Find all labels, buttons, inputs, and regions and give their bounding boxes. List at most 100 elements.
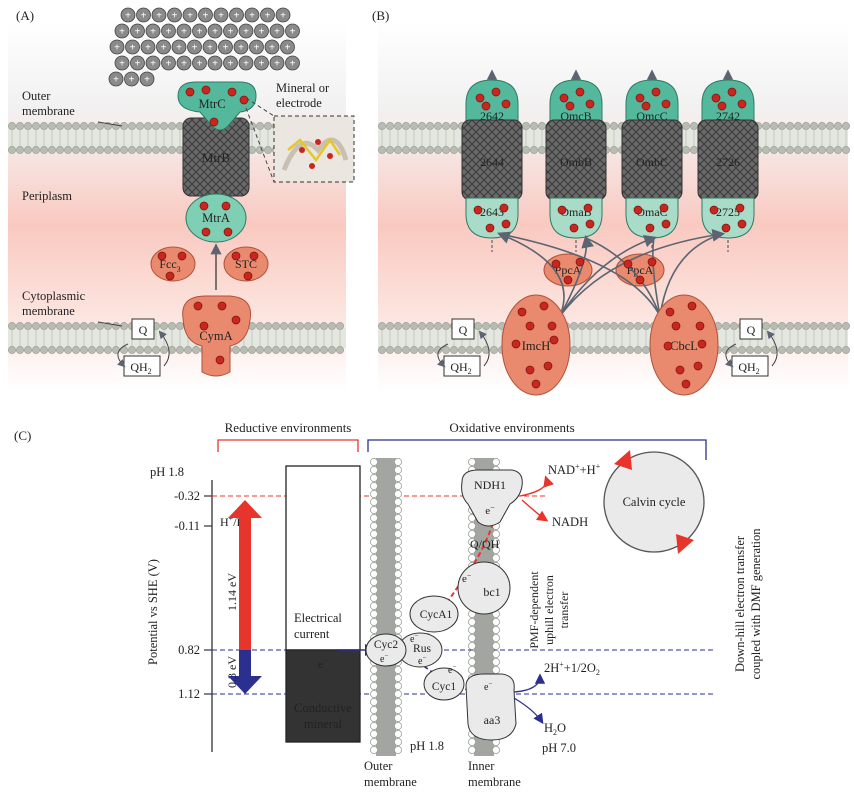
heme [687,301,697,311]
mineral-particle: + [254,23,269,39]
svg-text:+: + [265,11,271,22]
heme [217,301,227,311]
panel-b: (B) 264226442643OmcBOmbBOmaBOmcCOmbCOmaC… [372,8,850,396]
rus-electron-blue: e− [418,654,426,667]
heme [651,87,661,97]
heme [663,341,673,351]
outer-complex-barrel-label: 2644 [480,155,504,169]
potential-tick: 1.12 [178,687,212,701]
svg-text:+: + [150,27,156,38]
heme [481,101,491,111]
heme [549,335,559,345]
heme [693,361,703,371]
outer-complex-bottom-label: 2725 [716,205,740,219]
nad-label: NAD++H+ [548,462,601,477]
heme [177,251,187,261]
potential-tick-label: -0.32 [174,489,200,503]
mineral-particle: + [130,23,145,39]
ph-top-label: pH 1.8 [150,465,184,479]
svg-text:+: + [113,75,119,86]
mtra-label: MtrA [202,211,230,225]
heme [227,87,237,97]
ph-outer-label: pH 1.8 [410,739,444,753]
heme [215,355,225,365]
q-cycle-arrow-b-left [436,343,449,368]
cyc2-label: Cyc2 [374,639,399,651]
mineral-particle: + [109,39,125,55]
svg-text:+: + [150,59,156,70]
o2-label: 2H++1/2O2 [544,660,600,677]
svg-text:+: + [228,27,234,38]
svg-text:+: + [238,43,244,54]
mineral-electron: e− [318,656,328,671]
mineral-particle: + [156,39,171,55]
outer-membrane-bilayer-c [370,458,402,756]
mineral-particle: + [136,7,151,23]
heme [583,203,593,213]
svg-text:+: + [280,11,286,22]
mtrc-label: MtrC [198,97,225,111]
heme [231,315,241,325]
mineral-particle: + [269,23,285,39]
cyc1-label: Cyc1 [432,681,457,693]
mineral-particle: + [192,23,207,39]
nad-arrow [519,475,554,497]
heme [575,87,585,97]
mineral-particle: + [140,39,156,55]
mtrb-label: MtrB [202,150,231,165]
mineral-structure [281,137,349,171]
oxidative-bracket [367,439,707,452]
mineral-particle: + [218,39,233,55]
heme [585,219,595,229]
cyma-protein [182,295,252,377]
inset-connector-2 [245,107,275,183]
mineral-particle: + [285,23,300,39]
outer-complex-top-label: 2742 [716,109,740,123]
ndh1-electron: e− [485,503,495,517]
potential-tick: 0.82 [178,643,212,657]
heme [231,251,241,261]
mineral-particle: + [244,7,260,23]
q-box-a [131,318,155,340]
heme [711,93,721,103]
mineral-particle: + [145,55,161,71]
conductive-mineral [285,649,361,743]
reductive-label: Reductive environments [225,420,352,435]
svg-text:+: + [141,11,147,22]
bc1-label: bc1 [483,585,500,599]
heme [635,275,645,285]
mineral-particle: + [182,7,198,23]
mineral-particle: + [187,39,202,55]
svg-text:+: + [156,11,162,22]
mineral-particle: + [269,55,285,71]
potential-tick: -0.11 [174,519,212,533]
mtrc-protein [177,81,257,131]
panel-a: ++++++++++++++++++++++++++++++++++++++++… [8,7,355,392]
svg-text:+: + [166,27,172,38]
panel-c-letter: (C) [14,428,31,443]
svg-text:+: + [130,43,136,54]
cbcl-label: CbcL [670,339,698,353]
cyto-membrane-bilayer-b [378,322,850,354]
h2o-label: H2O [544,721,566,737]
cyc1-electron: e− [448,663,456,676]
bc1-electron: e− [462,571,472,585]
mineral-particle: + [120,7,136,23]
svg-text:+: + [119,27,125,38]
svg-text:+: + [125,11,131,22]
periplasm-label: Periplasm [22,189,72,203]
svg-text:+: + [223,43,229,54]
q-box-b-left [451,318,475,340]
fcc3-label: Fcc3 [159,257,180,274]
potential-tick-label: -0.11 [174,519,200,533]
q-label-a: Q [139,323,148,337]
outer-membrane-pointer [97,121,123,127]
heme [511,339,521,349]
heme [499,203,509,213]
svg-text:+: + [274,59,280,70]
